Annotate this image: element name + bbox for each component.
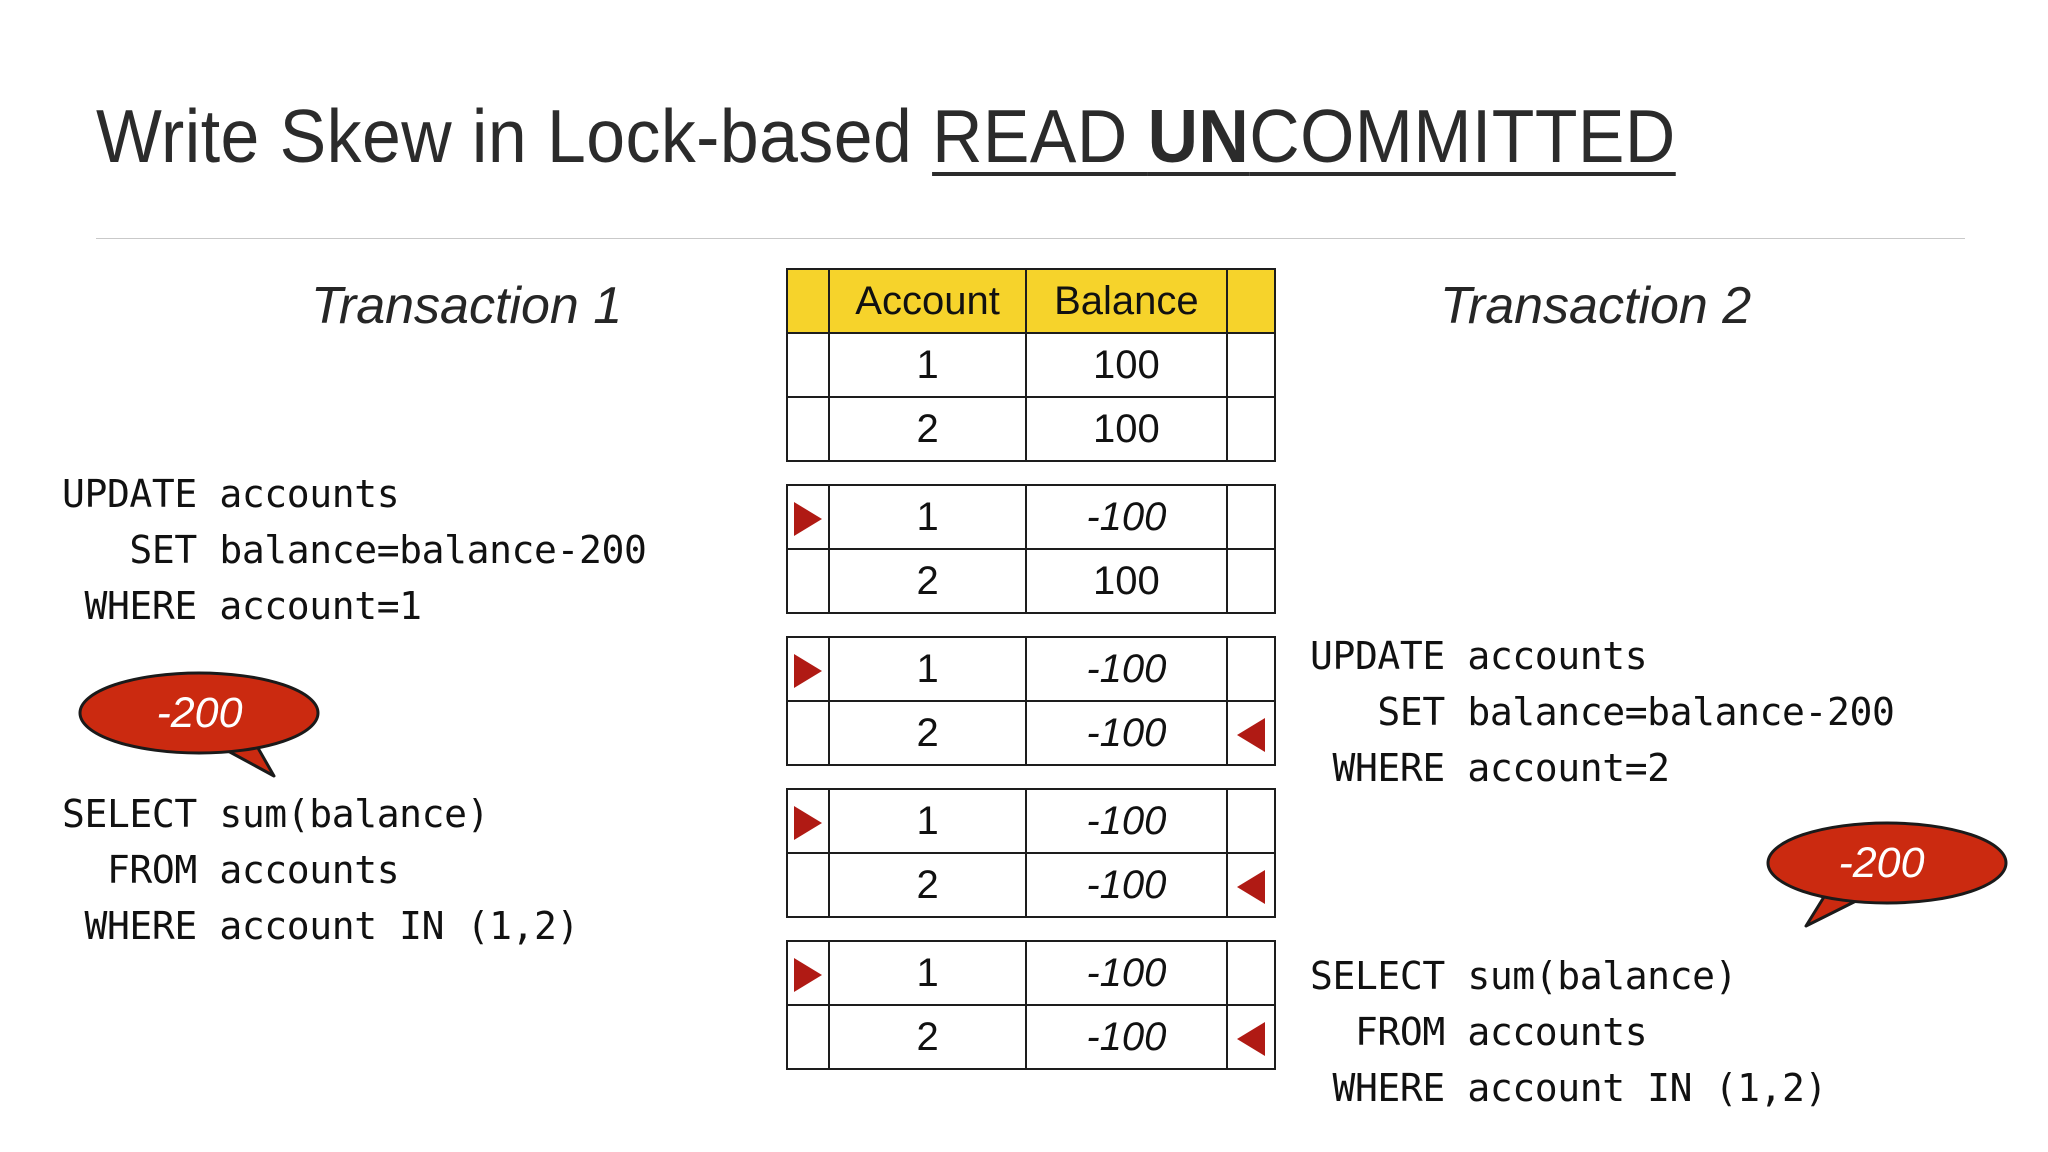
cell-account: 2 — [828, 548, 1027, 614]
triangle-right-icon — [794, 501, 823, 536]
row-marker-left-empty — [785, 700, 831, 766]
cell-balance: -100 — [1024, 484, 1228, 550]
title-divider — [96, 238, 1965, 239]
row-marker-right — [1225, 852, 1277, 918]
table-row: 1-100 — [785, 788, 1277, 854]
row-marker-left-empty — [785, 1004, 831, 1070]
speech-bubble-icon — [78, 671, 320, 778]
cell-account: 2 — [828, 396, 1027, 462]
cell-balance: -100 — [1024, 940, 1228, 1006]
transaction-1-update-sql: UPDATE accounts SET balance=balance-200 … — [62, 472, 647, 628]
row-marker-right — [1225, 1004, 1277, 1070]
cell-account: 1 — [828, 332, 1027, 398]
row-marker-right-empty — [1225, 396, 1277, 462]
header-marker-left — [785, 268, 831, 334]
transaction-2-heading: Transaction 2 — [1440, 277, 1752, 335]
transaction-1-callout-bubble: -200 — [78, 671, 328, 778]
cell-account: 2 — [828, 1004, 1027, 1070]
speech-bubble-icon — [1766, 821, 2008, 928]
page-title-underlined: READ UNCOMMITTED — [932, 94, 1676, 178]
table-row: 1-100 — [785, 636, 1277, 702]
table-row: 1-100 — [785, 484, 1277, 550]
row-marker-right-empty — [1225, 484, 1277, 550]
triangle-right-icon — [794, 653, 823, 688]
row-marker-left-empty — [785, 548, 831, 614]
cell-balance: -100 — [1024, 852, 1228, 918]
triangle-right-icon — [794, 957, 823, 992]
page-title-un-emphasis: UN — [1147, 94, 1250, 178]
page-title-read: READ — [932, 94, 1148, 178]
page-title-committed: COMMITTED — [1249, 94, 1676, 178]
row-marker-left — [785, 788, 831, 854]
triangle-left-icon — [1236, 869, 1265, 904]
row-marker-left — [785, 636, 831, 702]
row-marker-right — [1225, 700, 1277, 766]
page-title-plain: Write Skew in Lock-based — [96, 94, 933, 178]
row-marker-left-empty — [785, 852, 831, 918]
row-marker-right-empty — [1225, 788, 1277, 854]
transaction-2-callout-bubble: -200 — [1760, 821, 2010, 928]
transaction-1-select-sql: SELECT sum(balance) FROM accounts WHERE … — [62, 792, 579, 948]
table-row: 2-100 — [785, 700, 1277, 766]
transaction-1-heading: Transaction 1 — [311, 277, 623, 335]
header-marker-right — [1225, 268, 1277, 334]
cell-balance: -100 — [1024, 636, 1228, 702]
table-row: 1-100 — [785, 940, 1277, 1006]
row-marker-right-empty — [1225, 636, 1277, 702]
cell-account: 2 — [828, 852, 1027, 918]
cell-balance: -100 — [1024, 788, 1228, 854]
cell-account: 1 — [828, 940, 1027, 1006]
transaction-2-update-sql: UPDATE accounts SET balance=balance-200 … — [1310, 634, 1895, 790]
row-marker-right-empty — [1225, 940, 1277, 1006]
cell-account: 1 — [828, 788, 1027, 854]
cell-account: 2 — [828, 700, 1027, 766]
cell-balance: -100 — [1024, 1004, 1228, 1070]
cell-balance: -100 — [1024, 700, 1228, 766]
row-marker-left — [785, 484, 831, 550]
row-marker-right-empty — [1225, 332, 1277, 398]
row-marker-right-empty — [1225, 548, 1277, 614]
header-account: Account — [828, 268, 1027, 334]
cell-balance: 100 — [1024, 332, 1228, 398]
triangle-left-icon — [1236, 717, 1265, 752]
header-balance: Balance — [1024, 268, 1228, 334]
triangle-right-icon — [794, 805, 823, 840]
table-row: 2-100 — [785, 852, 1277, 918]
row-marker-left — [785, 940, 831, 1006]
row-marker-left-empty — [785, 332, 831, 398]
cell-account: 1 — [828, 484, 1027, 550]
row-marker-left-empty — [785, 396, 831, 462]
cell-balance: 100 — [1024, 396, 1228, 462]
table-row: 2-100 — [785, 1004, 1277, 1070]
triangle-left-icon — [1236, 1021, 1265, 1056]
page-title: Write Skew in Lock-based READ UNCOMMITTE… — [96, 96, 1835, 176]
cell-balance: 100 — [1024, 548, 1228, 614]
cell-account: 1 — [828, 636, 1027, 702]
transaction-2-select-sql: SELECT sum(balance) FROM accounts WHERE … — [1310, 954, 1827, 1110]
